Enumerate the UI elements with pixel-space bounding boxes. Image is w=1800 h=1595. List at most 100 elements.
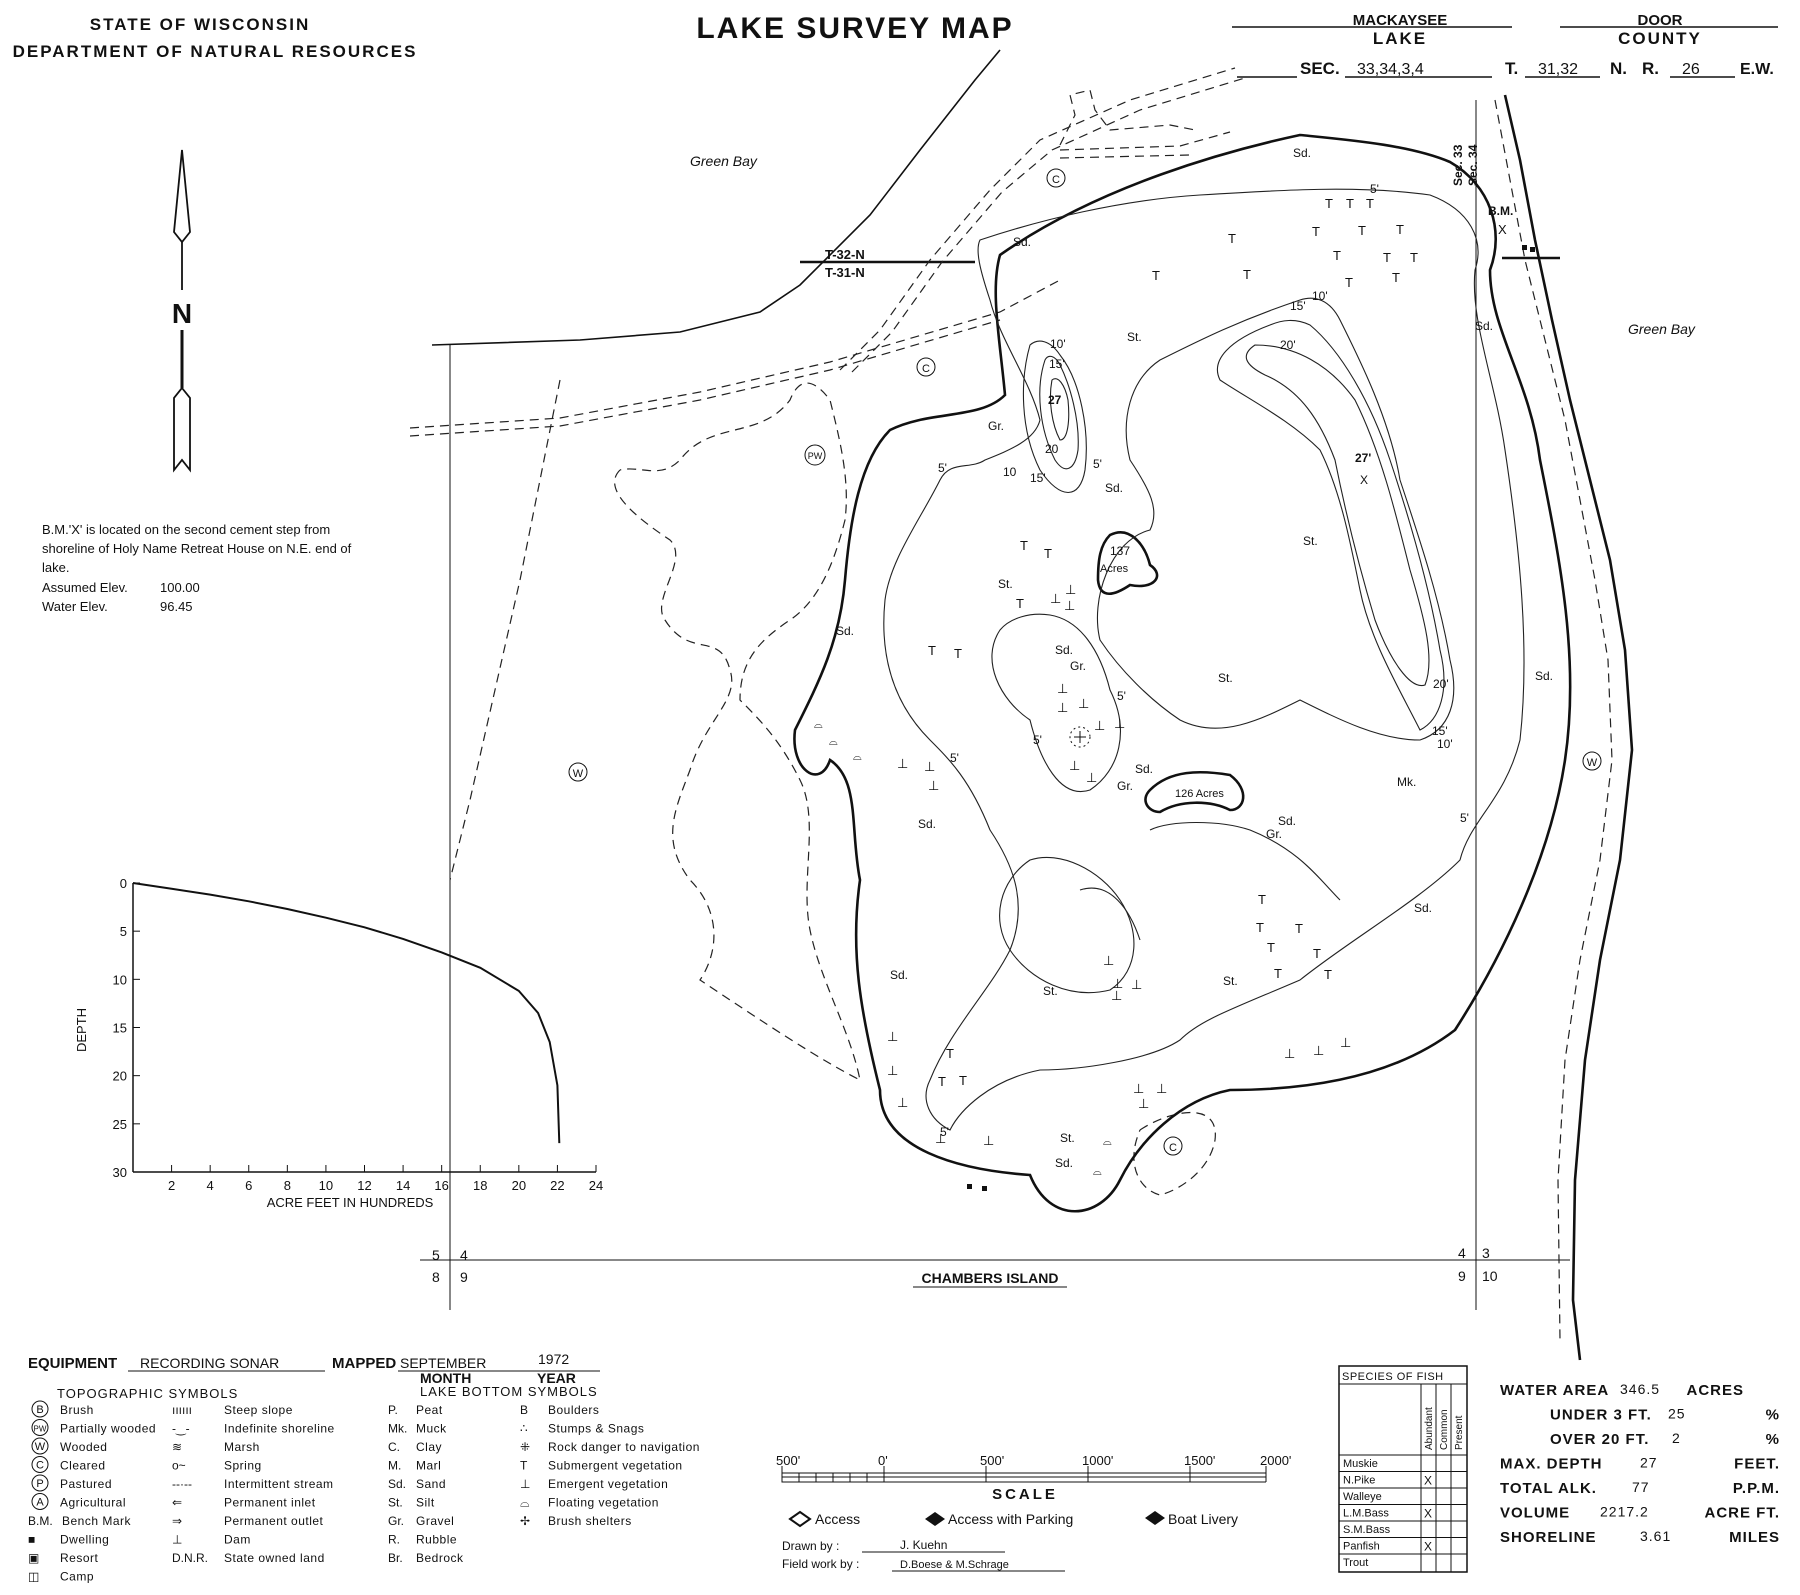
legend-symbol: P. — [388, 1403, 398, 1417]
label-st: St. — [1060, 1131, 1075, 1145]
label-island-137: 137 — [1110, 544, 1130, 558]
legend-item-label: Permanent inlet — [224, 1496, 316, 1510]
header: STATE OF WISCONSIN DEPARTMENT OF NATURAL… — [13, 12, 1778, 78]
emergent-vegetation-icon: ⊥ — [1114, 716, 1125, 731]
emergent-vegetation-icon: ⊥ — [1050, 591, 1061, 606]
legend-symbol: C. — [388, 1440, 400, 1454]
scale-ticks: 500'0'500'1000'1500'2000' — [776, 1453, 1291, 1482]
emergent-vegetation-icon: ⊥ — [1138, 1096, 1149, 1111]
stat-label: MAX. DEPTH — [1500, 1456, 1603, 1473]
legend-symbol: Sd. — [388, 1477, 406, 1491]
chart-series-line — [132, 882, 561, 1144]
legend-bottom-title: LAKE BOTTOM SYMBOLS — [420, 1384, 598, 1399]
legend-item-label: Pastured — [60, 1477, 112, 1491]
legend-item-label: Spring — [224, 1459, 262, 1473]
label-bm: B.M. — [1488, 204, 1513, 218]
fish-species-name: N.Pike — [1343, 1475, 1375, 1487]
legend-symbol: -‿- — [172, 1422, 190, 1436]
legend-symbol-circle — [31, 1493, 49, 1510]
label-depth: 5' — [940, 1125, 949, 1139]
scale-tick-label: 500' — [776, 1453, 800, 1468]
submergent-vegetation-icon: T — [946, 1046, 954, 1061]
chart-x-tick-label: 24 — [589, 1178, 603, 1193]
label-sd: Sd. — [1055, 643, 1073, 657]
fish-species-name: S.M.Bass — [1343, 1524, 1391, 1536]
label-depth: 5' — [1117, 689, 1126, 703]
legend-item-label: Clay — [416, 1440, 442, 1454]
road-d — [851, 77, 1246, 373]
fish-col-abundant: Abundant — [1424, 1407, 1435, 1450]
bm-line1: B.M.'X' is located on the second cement … — [42, 522, 330, 537]
legend-item-label: Brush — [60, 1403, 94, 1417]
submergent-vegetation-icon: T — [938, 1074, 946, 1089]
year-label: YEAR — [537, 1370, 576, 1386]
legend-symbol: ✢ — [520, 1514, 530, 1528]
fish-species-table: SPECIES OF FISH Abundant Common Present … — [1338, 1365, 1468, 1573]
legend-symbol: B — [520, 1403, 528, 1417]
wooded-symbol: W — [1587, 757, 1598, 769]
submergent-vegetation-icon: T — [954, 646, 962, 661]
label-depth: 10' — [1312, 289, 1328, 303]
submergent-vegetation-icon: T — [1396, 222, 1404, 237]
legend-symbol: PW — [34, 1425, 47, 1434]
legend-item-label: Rubble — [416, 1533, 457, 1547]
emergent-vegetation-icon: ⊥ — [1111, 988, 1122, 1003]
label-sec34: Sec. 34 — [1466, 144, 1480, 186]
legend-item-label: Stumps & Snags — [548, 1422, 644, 1436]
label-depth: 15' — [1432, 724, 1448, 738]
fish-abundance-mark: X — [1424, 1507, 1432, 1521]
stat-label: VOLUME — [1500, 1505, 1570, 1522]
emergent-vegetation-icon: ⊥ — [1065, 582, 1076, 597]
fish-col-present: Present — [1454, 1415, 1465, 1450]
legend-item-label: Emergent vegetation — [548, 1477, 668, 1491]
legend-item-label: Resort — [60, 1551, 99, 1565]
label-depth: 20' — [1280, 338, 1296, 352]
equipment: EQUIPMENT RECORDING SONAR MAPPED SEPTEMB… — [28, 1351, 600, 1386]
legend-item-label: Brush shelters — [548, 1514, 632, 1528]
label-green-bay-east: Green Bay — [1628, 321, 1696, 337]
submergent-vegetation-icon: T — [1258, 892, 1266, 907]
legend-symbol: ⊥ — [520, 1477, 530, 1491]
label-st: St. — [1127, 330, 1142, 344]
chart-x-tick-label: 8 — [284, 1178, 291, 1193]
access-parking-icon — [925, 1512, 945, 1526]
label-sd: Sd. — [1278, 814, 1296, 828]
drawn-by-value: J. Kuehn — [900, 1538, 947, 1552]
stat-value: 2 — [1672, 1430, 1681, 1446]
chart-y-tick-label: 30 — [113, 1165, 127, 1180]
label-depth: 20 — [1045, 442, 1059, 456]
chart-x-tick-label: 16 — [434, 1178, 448, 1193]
legend-symbol: ■ — [28, 1533, 35, 1547]
submergent-vegetation-icon: T — [1295, 921, 1303, 936]
label-depth: 5' — [1093, 457, 1102, 471]
label-depth: 5' — [1460, 811, 1469, 825]
contour-20ft — [1245, 344, 1430, 687]
stat-unit: MILES — [1729, 1529, 1780, 1546]
assumed-elev-label: Assumed Elev. — [42, 580, 128, 595]
lake-shoreline — [793, 133, 1572, 1213]
legend-item-label: Floating vegetation — [548, 1496, 659, 1510]
chart-x-tick-label: 22 — [550, 1178, 564, 1193]
bay-shoreline-east — [1503, 94, 1634, 1361]
submergent-vegetation-icon: T — [1044, 546, 1052, 561]
legend-symbol: M. — [388, 1459, 401, 1473]
stat-unit: ACRES — [1686, 1382, 1744, 1399]
legend-item-label: Cleared — [60, 1459, 106, 1473]
label-sec33: Sec. 33 — [1451, 144, 1465, 186]
t-value: 31,32 — [1538, 61, 1578, 78]
t-label: T. — [1505, 59, 1518, 78]
grid-sec: 4 — [460, 1247, 468, 1263]
emergent-vegetation-icon: ⊥ — [983, 1133, 994, 1148]
stat-value: 2217.2 — [1600, 1504, 1649, 1520]
fish-table-frame — [1338, 1365, 1468, 1573]
chart-x-tick-label: 18 — [473, 1178, 487, 1193]
r-label: R. — [1642, 59, 1659, 78]
label-depth: 5' — [1370, 182, 1379, 196]
cleared-symbol: C — [1169, 1142, 1177, 1154]
legend-symbol: ∴ — [520, 1422, 528, 1436]
r-value: 26 — [1682, 61, 1700, 78]
label-depth: 5' — [950, 751, 959, 765]
contour-15ft — [1216, 319, 1445, 731]
label-sd: Sd. — [1414, 901, 1432, 915]
